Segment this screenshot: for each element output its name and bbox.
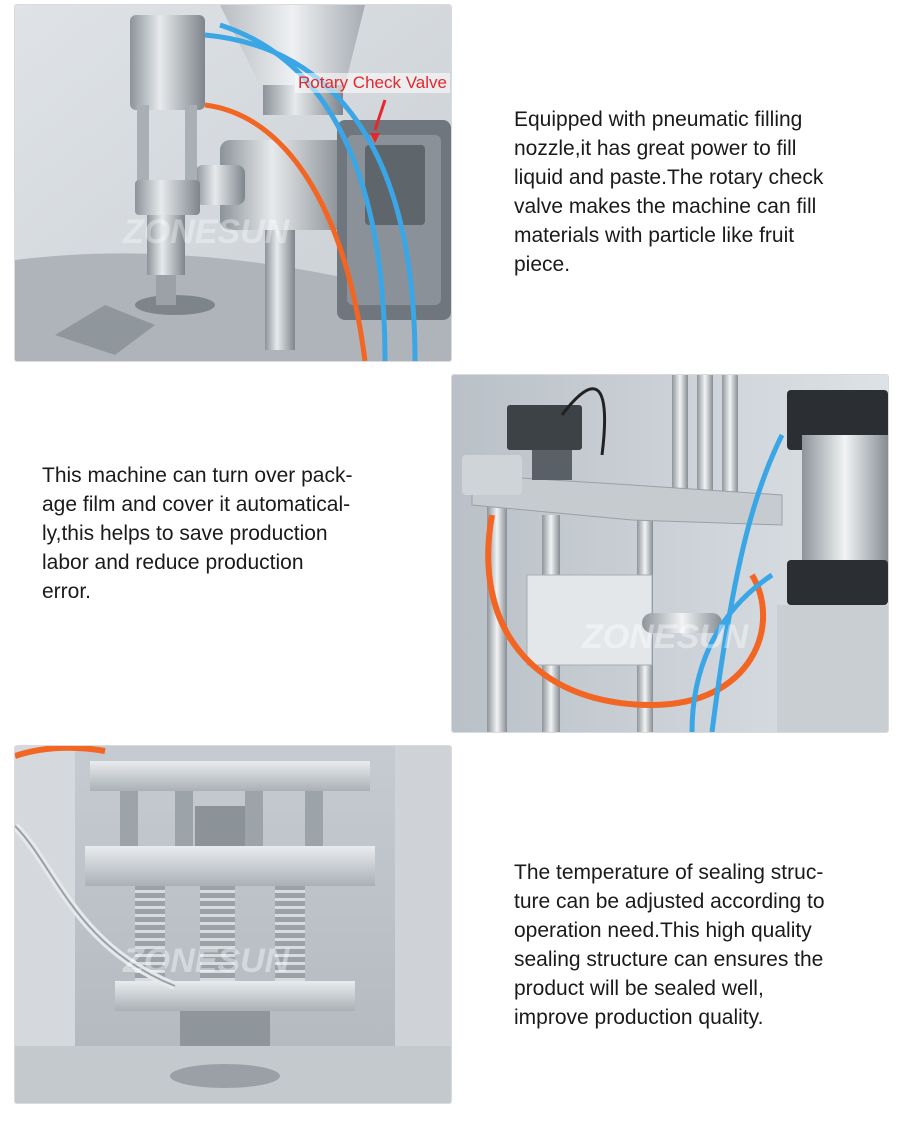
description-line: error.	[42, 580, 92, 603]
description-line: valve makes the machine can fill	[514, 195, 817, 218]
description-line: sealing structure can ensures the	[514, 948, 824, 971]
description-line: piece.	[514, 253, 571, 276]
filling-nozzle-photo: Rotary Check Valve ZONESUN	[15, 5, 451, 361]
sealing-structure-description: The temperature of sealing struc- ture c…	[514, 858, 825, 1032]
rotary-check-valve-callout: Rotary Check Valve	[295, 73, 450, 93]
description-line: This machine can turn over pack-	[42, 464, 353, 487]
description-line: liquid and paste.The rotary check	[514, 166, 824, 189]
sealing-structure-photo: ZONESUN	[15, 746, 451, 1103]
description-line: Equipped with pneumatic filling	[514, 108, 803, 131]
description-line: ly,this helps to save production	[42, 522, 328, 545]
zonesun-watermark: ZONESUN	[123, 942, 290, 980]
description-line: age film and cover it automatical-	[42, 493, 351, 516]
zonesun-watermark: ZONESUN	[123, 213, 290, 251]
description-line: The temperature of sealing struc-	[514, 861, 824, 884]
zonesun-watermark: ZONESUN	[582, 618, 749, 656]
description-line: product will be sealed well,	[514, 977, 764, 1000]
description-line: labor and reduce production	[42, 551, 304, 574]
description-line: operation need.This high quality	[514, 919, 812, 942]
description-line: improve production quality.	[514, 1006, 764, 1029]
filling-nozzle-description: Equipped with pneumatic filling nozzle,i…	[514, 105, 823, 279]
description-line: materials with particle like fruit	[514, 224, 795, 247]
description-line: ture can be adjusted according to	[514, 890, 825, 913]
film-cover-description: This machine can turn over pack- age fil…	[42, 461, 352, 606]
film-cover-mechanism-photo: ZONESUN	[452, 375, 888, 732]
description-line: nozzle,it has great power to fill	[514, 137, 797, 160]
